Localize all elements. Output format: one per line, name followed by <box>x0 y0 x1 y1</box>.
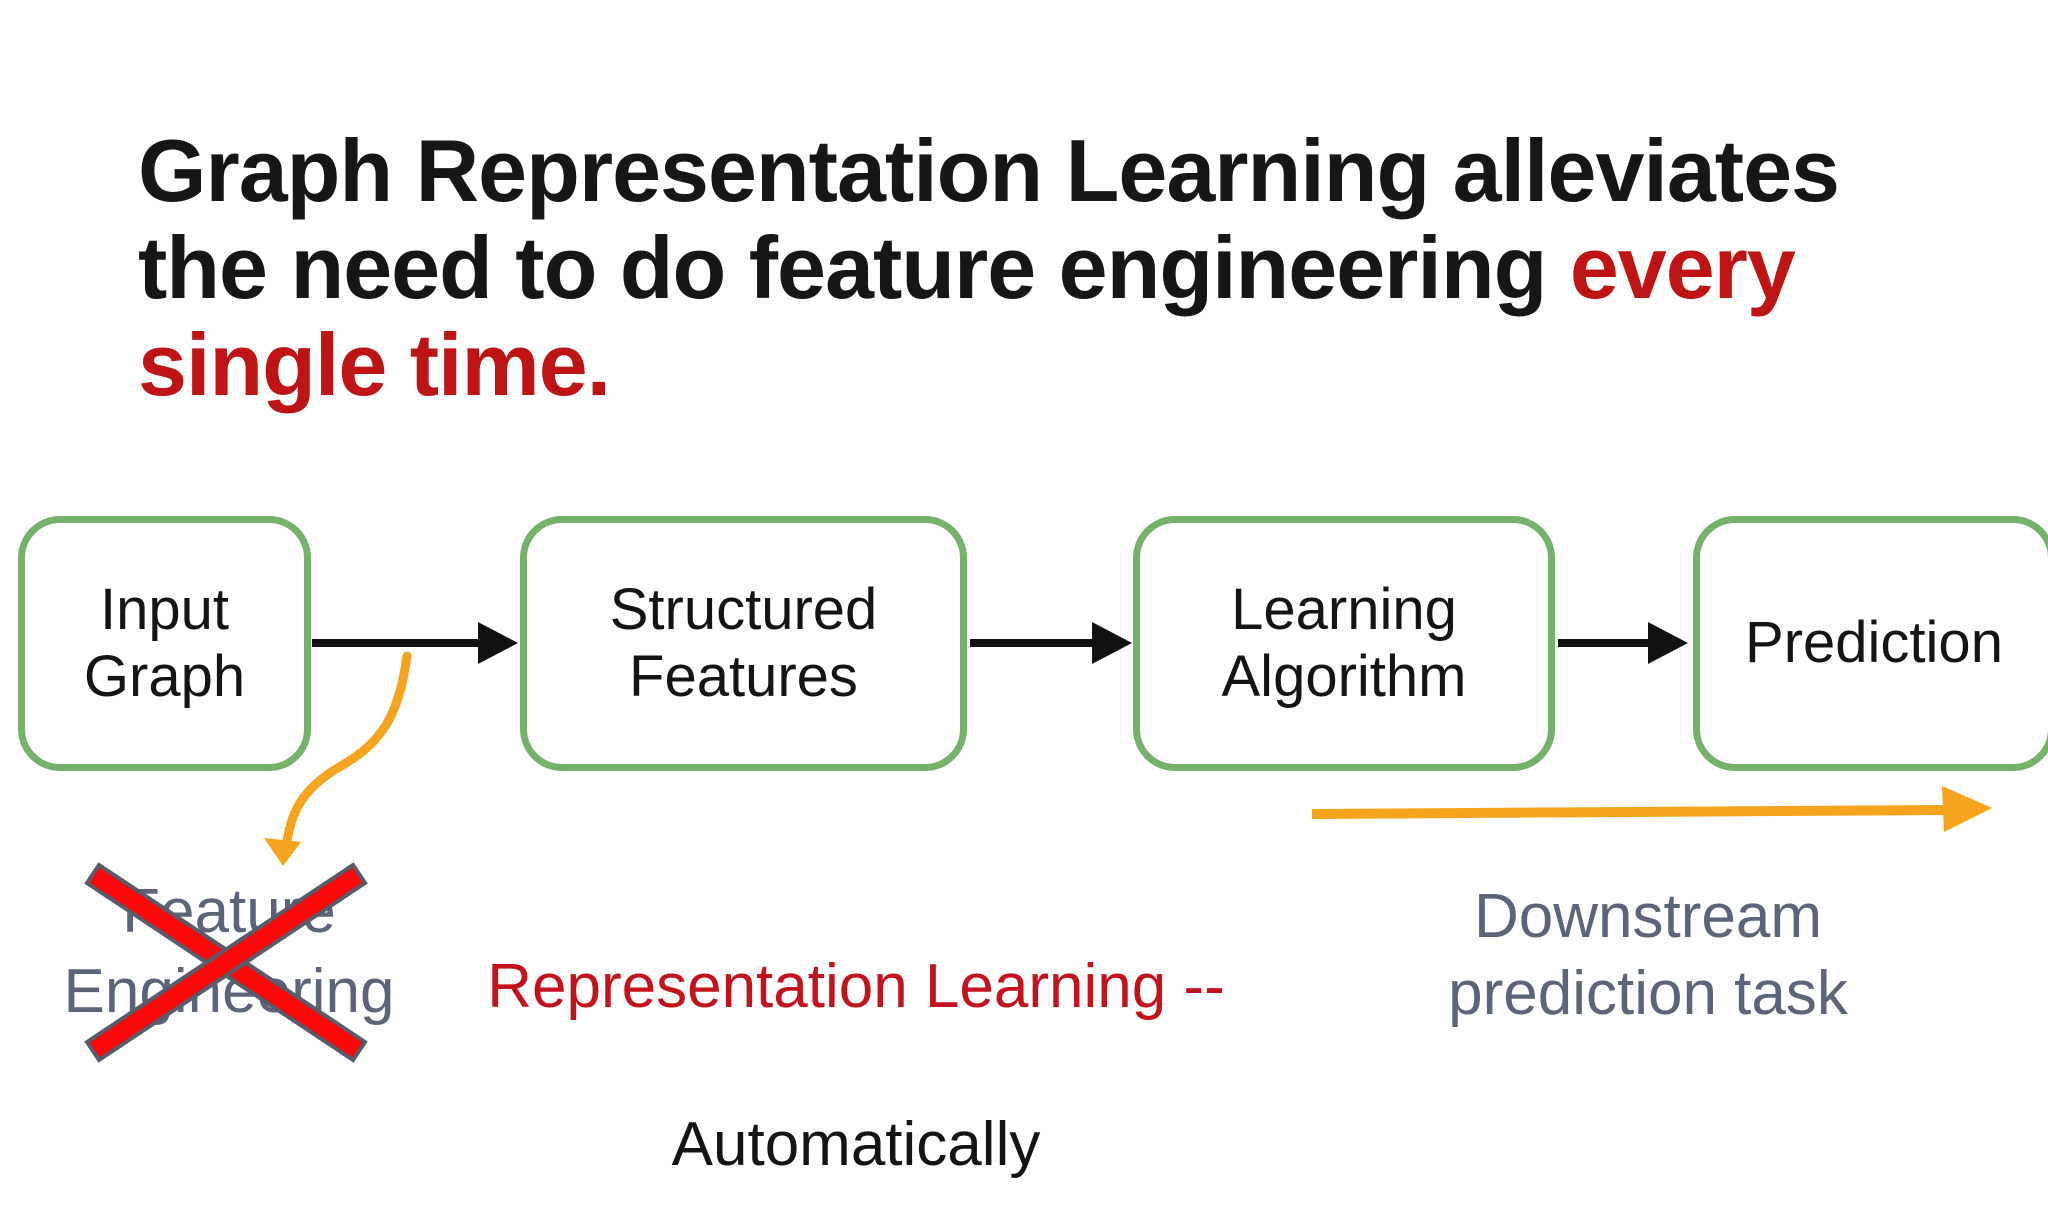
arrow-features-to-algorithm <box>970 622 1132 664</box>
title-line-1-text: Graph Representation Learning alleviates <box>138 121 1840 220</box>
box-structured-features-label: Structured Features <box>609 576 878 709</box>
title-line-1: Graph Representation Learning alleviates <box>138 121 1840 220</box>
curved-arrow-head <box>264 838 301 866</box>
arrow-algorithm-to-prediction <box>1558 622 1688 664</box>
arrow-algorithm-to-prediction-head <box>1648 622 1688 664</box>
box-learning-algorithm: Learning Algorithm <box>1133 516 1555 771</box>
title-line-2-red: every <box>1569 218 1796 317</box>
arrow-input-to-features-head <box>478 622 518 664</box>
title-line-2: the need to do feature engineering every <box>138 219 1839 316</box>
box-prediction: Prediction <box>1693 516 2048 771</box>
box-input-graph: Input Graph <box>18 516 311 771</box>
arrow-input-to-features <box>312 622 518 664</box>
arrow-features-to-algorithm-head <box>1092 622 1132 664</box>
downstream-prediction-label: Downstream prediction task <box>1448 882 1848 1028</box>
feature-engineering-label: Feature Engineering <box>63 877 395 1026</box>
downstream-arrow-shaft <box>1311 805 1947 819</box>
representation-learning-black-line-1: Automatically <box>671 1110 1041 1179</box>
box-learning-algorithm-label: Learning Algorithm <box>1221 576 1467 709</box>
downstream-arrow-head <box>1942 786 1992 832</box>
box-prediction-label: Prediction <box>1745 610 2003 676</box>
title-line-3: single time. <box>138 316 1839 413</box>
representation-learning-caption: Representation Learning -- Automatically… <box>487 868 1225 1216</box>
slide-title: Graph Representation Learning alleviates… <box>138 121 1840 413</box>
arrow-downstream-task <box>1311 786 1992 832</box>
box-structured-features: Structured Features <box>520 516 967 771</box>
representation-learning-red-line: Representation Learning -- <box>487 952 1225 1021</box>
title-line-3-red: single time. <box>138 315 611 414</box>
title-line-2-black: the need to do feature engineering <box>138 218 1570 317</box>
box-input-graph-label: Input Graph <box>83 576 246 709</box>
